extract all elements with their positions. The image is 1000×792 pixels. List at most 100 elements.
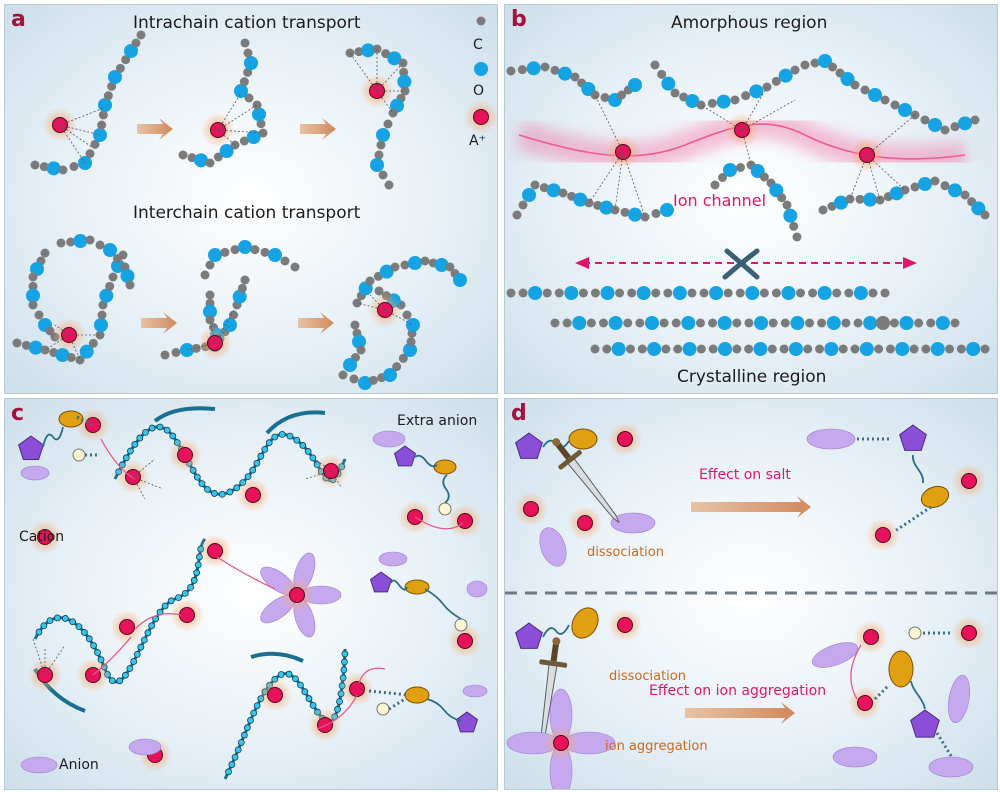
carbon-atom bbox=[723, 288, 733, 298]
helix-oxygen-atom bbox=[225, 768, 232, 776]
helix-oxygen-atom bbox=[193, 569, 201, 577]
helix-oxygen-atom bbox=[148, 424, 156, 432]
transport-arrow bbox=[300, 118, 336, 140]
oxygen-atom bbox=[370, 158, 384, 172]
carbon-atom bbox=[95, 240, 105, 250]
carbon-atom bbox=[420, 256, 430, 266]
crystalline-title: Crystalline region bbox=[677, 367, 827, 387]
oxygen-atom bbox=[898, 103, 912, 117]
carbon-atom bbox=[671, 318, 681, 328]
carbon-atom bbox=[914, 318, 924, 328]
carbon-atom bbox=[402, 310, 412, 320]
carbon-atom bbox=[517, 65, 527, 75]
carbon-atom bbox=[113, 254, 122, 263]
anion-ellipse bbox=[378, 551, 408, 567]
helix-oxygen-atom bbox=[299, 442, 307, 449]
carbon-atom bbox=[805, 318, 815, 328]
helix-oxygen-atom bbox=[75, 623, 83, 631]
oxygen-atom bbox=[387, 51, 402, 66]
panel-c-label: c bbox=[11, 401, 25, 426]
oxygen-atom bbox=[863, 192, 877, 207]
gold-ellipse-group bbox=[58, 410, 84, 428]
oxygen-atom bbox=[718, 342, 732, 356]
carbon-atom bbox=[388, 108, 398, 118]
carbon-atom bbox=[841, 318, 851, 328]
carbon-atom bbox=[88, 338, 98, 348]
anion-ellipse bbox=[610, 512, 656, 534]
helix-oxygen-atom bbox=[250, 709, 258, 717]
pale-circle-group bbox=[376, 702, 390, 716]
carbon-atom bbox=[708, 318, 718, 328]
carbon-atom bbox=[792, 232, 802, 242]
carbon-atom bbox=[590, 90, 600, 100]
anion-ellipse bbox=[466, 580, 488, 598]
carbon-atom bbox=[950, 318, 960, 328]
dissociation-label-top: dissociation bbox=[587, 545, 664, 560]
cation-ion bbox=[553, 735, 569, 751]
carbon-atom bbox=[28, 300, 38, 310]
helix-oxygen-atom bbox=[140, 636, 148, 644]
helix-oxygen-atom bbox=[309, 701, 317, 709]
helix-oxygen-atom bbox=[181, 589, 189, 597]
carbon-atom bbox=[540, 62, 550, 72]
linker-chain bbox=[910, 680, 926, 710]
legend-oxygen-label: O bbox=[473, 83, 485, 99]
sword-guard bbox=[558, 450, 582, 470]
oxygen-atom bbox=[526, 61, 541, 76]
carbon-atom bbox=[550, 65, 560, 75]
carbon-atom bbox=[718, 173, 727, 182]
oxygen-atom bbox=[685, 94, 700, 108]
arrow-head-right bbox=[903, 257, 917, 269]
ion-channel-label: Ion channel bbox=[673, 191, 767, 210]
oxygen-atom bbox=[889, 186, 904, 201]
carbon-atom bbox=[602, 344, 612, 354]
oxygen-atom bbox=[232, 289, 247, 304]
oxygen-atom bbox=[522, 188, 536, 202]
carbon-atom bbox=[744, 318, 754, 328]
carbon-atom bbox=[108, 272, 118, 282]
carbon-atom bbox=[205, 290, 215, 300]
carbon-atom bbox=[860, 85, 870, 95]
carbon-atom bbox=[239, 77, 249, 87]
carbon-atom bbox=[868, 288, 878, 298]
helix-oxygen-atom bbox=[341, 658, 348, 666]
panel-b: b Amorphous region Ion channel Crystalli… bbox=[504, 4, 998, 394]
oxygen-atom bbox=[194, 153, 208, 168]
linker-chain bbox=[542, 624, 570, 638]
carbon-atom bbox=[853, 318, 863, 328]
helix-oxygen-atom bbox=[122, 671, 129, 679]
pale-circle-group bbox=[438, 502, 452, 516]
cation-ion bbox=[267, 687, 283, 703]
carbon-atom bbox=[95, 330, 105, 340]
carbon-atom bbox=[930, 176, 940, 186]
carbon-atom bbox=[732, 318, 742, 328]
carbon-atom bbox=[97, 310, 107, 320]
helix-arc bbox=[250, 651, 304, 663]
anion-ellipse bbox=[20, 465, 50, 481]
dissociation-label-bottom: dissociation bbox=[609, 669, 686, 684]
carbon-atom bbox=[889, 318, 899, 328]
carbon-atom bbox=[779, 344, 789, 354]
helix-oxygen-atom bbox=[90, 642, 98, 649]
panel-b-label: b bbox=[511, 7, 527, 32]
carbon-atom bbox=[376, 140, 386, 150]
carbon-atom bbox=[213, 152, 223, 162]
oxygen-atom bbox=[434, 258, 449, 272]
helix-oxygen-atom bbox=[237, 739, 245, 746]
carbon-atom bbox=[98, 110, 108, 120]
coordination-bond bbox=[217, 129, 264, 134]
carbon-atom bbox=[90, 139, 100, 149]
oxygen-atom bbox=[528, 286, 543, 300]
helix-oxygen-atom bbox=[69, 618, 77, 626]
oxygen-atom bbox=[94, 318, 108, 332]
panel-a: a Intrachain cation transport Interchain… bbox=[4, 4, 498, 394]
cation-ion bbox=[245, 487, 261, 503]
carbon-atom bbox=[956, 344, 966, 354]
carbon-atom bbox=[239, 136, 249, 146]
oxygen-atom bbox=[628, 78, 642, 92]
cation-ion bbox=[473, 109, 489, 125]
carbon-atom bbox=[518, 200, 528, 210]
oxygen-atom bbox=[608, 316, 623, 330]
carbon-atom bbox=[832, 288, 842, 298]
oxygen-atom bbox=[46, 161, 61, 176]
